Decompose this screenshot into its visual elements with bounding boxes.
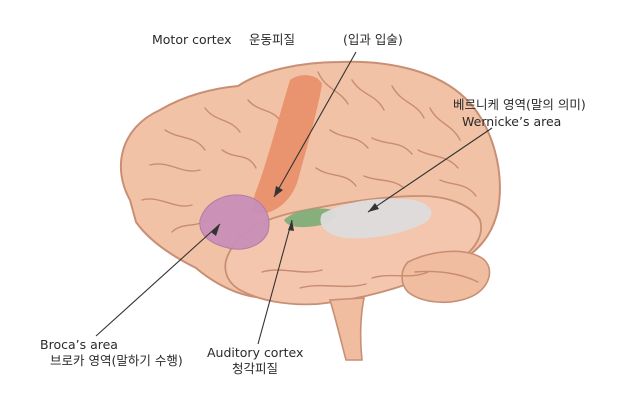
broca-area-region: [199, 194, 270, 250]
motor-cortex-label-en: Motor cortex: [152, 32, 232, 47]
auditory-label-en: Auditory cortex: [207, 345, 304, 360]
auditory-arrow-head: [288, 220, 294, 231]
broca-pointer-line: [95, 223, 221, 337]
wernicke-arrow-head: [368, 203, 379, 212]
motor-pointer-arrow: [273, 51, 357, 198]
wernicke-pointer-arrow: [367, 127, 493, 213]
wernicke-area-region: [320, 198, 432, 239]
auditory-pointer-line: [257, 219, 293, 345]
wernicke-label-en: Wernicke’s area: [462, 114, 562, 129]
sulci: [141, 71, 479, 289]
motor-arrow-head: [274, 186, 283, 197]
motor-cortex-region: [252, 75, 322, 214]
broca-arrow-head: [211, 224, 220, 236]
motor-cortex-note: (입과 입술): [343, 32, 403, 47]
motor-cortex-label-ko: 운동피질: [249, 32, 296, 47]
broca-label-en: Broca’s area: [40, 337, 118, 352]
brain-stem: [328, 297, 365, 361]
leader-lines: [95, 51, 493, 345]
auditory-label-ko: 청각피질: [232, 361, 279, 376]
broca-label-ko: 브로카 영역(말하기 수행): [50, 353, 183, 368]
wernicke-label-ko: 베르니케 영역(말의 의미): [453, 97, 586, 112]
arrow-heads: [211, 186, 379, 236]
cerebellum: [401, 250, 491, 304]
